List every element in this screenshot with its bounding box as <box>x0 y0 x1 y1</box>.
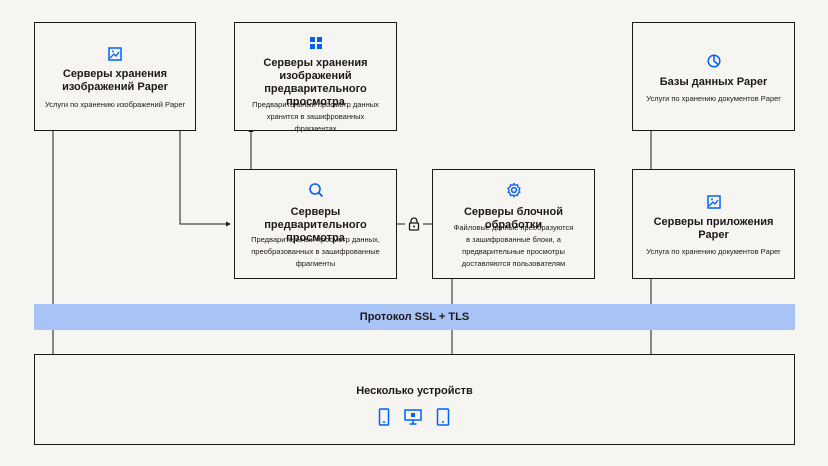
device-icons <box>0 408 828 431</box>
grid-icon <box>235 36 396 50</box>
pie-chart-icon <box>633 54 794 68</box>
desktop-icon <box>404 408 422 431</box>
box-title: Серверы хранения изображений Paper <box>62 68 168 93</box>
box-description: Предварительный просмотр данных хранится… <box>252 100 379 133</box>
box-title: Серверы хранения изображений предварител… <box>263 57 368 108</box>
box-devices: Несколько устройств <box>34 354 795 445</box>
box-description: Услуга по хранению документов Paper <box>646 247 781 256</box>
box-app-servers: Серверы приложения Paper Услуга по хране… <box>632 169 795 279</box>
box-title: Серверы приложения Paper <box>653 216 774 241</box>
phone-icon <box>378 408 390 431</box>
lock-icon <box>408 217 420 231</box>
search-icon <box>235 182 396 198</box>
box-title: Серверы блочной обработки <box>463 206 563 231</box>
box-description: Услуги по хранению изображений Paper <box>44 100 186 109</box>
box-title: Несколько устройств <box>356 385 473 397</box>
box-title: Серверы предварительного просмотра <box>264 206 367 244</box>
box-description: Предварительный просмотр данных, преобра… <box>251 235 380 268</box>
line-image-storage-preview <box>177 117 231 227</box>
box-databases: Базы данных Paper Услуги по хранению док… <box>632 22 795 131</box>
protocol-band: Протокол SSL + TLS <box>34 304 795 330</box>
box-description: Файловые данные преобразуются в зашифров… <box>453 223 574 268</box>
image-icon <box>35 47 195 61</box>
box-block-servers: Серверы блочной обработки Файловые данны… <box>432 169 595 279</box>
box-preview-servers: Серверы предварительного просмотра Предв… <box>234 169 397 279</box>
box-preview-storage: Серверы хранения изображений предварител… <box>234 22 397 133</box>
tablet-icon <box>436 408 450 431</box>
box-description: Услуги по хранению документов Paper <box>646 94 781 103</box>
gear-icon <box>433 182 594 198</box>
box-image-storage: Серверы хранения изображений Paper Услуг… <box>34 22 196 131</box>
image-icon <box>633 195 794 209</box>
box-title: Базы данных Paper <box>659 76 768 88</box>
